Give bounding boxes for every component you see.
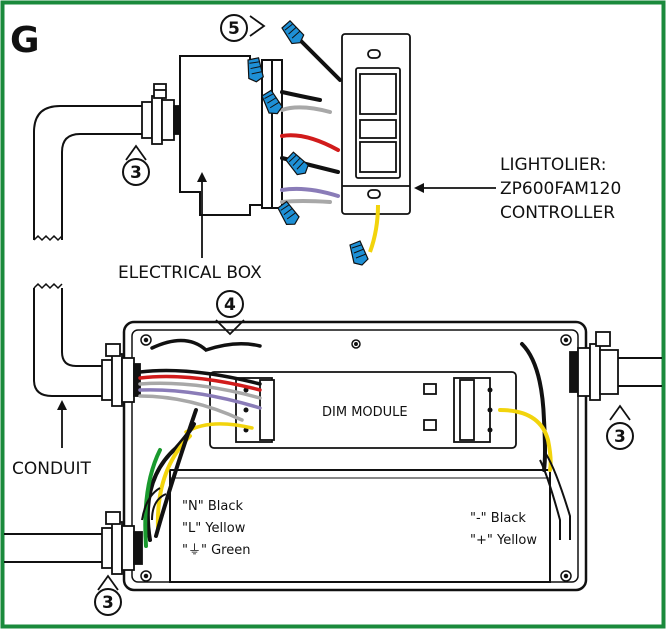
- conduit-label: CONDUIT: [12, 459, 92, 479]
- driver-label-ground: "⏚" Green: [182, 543, 250, 558]
- controller-label-line3: CONTROLLER: [500, 203, 615, 223]
- driver-label-minus: "-" Black: [470, 511, 526, 526]
- driver-label-plus: "+" Yellow: [470, 533, 537, 548]
- conduit-lower: [4, 282, 662, 563]
- fitting-left-upper: [101, 343, 141, 407]
- dim-module-label: DIM MODULE: [322, 405, 408, 420]
- svg-text:3: 3: [130, 163, 142, 183]
- fitting-left-lower: [101, 511, 143, 575]
- top-wires: [280, 38, 342, 204]
- step-callout-3-bottom: 3: [94, 574, 122, 616]
- lightolier-controller: [341, 33, 411, 215]
- wire-nut: [349, 240, 369, 266]
- driver-label-n: "N" Black: [182, 499, 243, 514]
- grommets: [141, 453, 571, 540]
- dim-module: [209, 371, 517, 449]
- svg-text:3: 3: [102, 593, 114, 613]
- controller-label-line1: LIGHTOLIER:: [500, 155, 606, 175]
- conduit-upper: [33, 105, 142, 242]
- dim-wires: [138, 338, 262, 434]
- electrical-box-label: ELECTRICAL BOX: [118, 263, 262, 283]
- led-driver: [169, 469, 551, 583]
- step-callout-5: 5: [220, 14, 266, 42]
- enclosure-screws: [140, 334, 572, 582]
- driver-input-wires: [143, 408, 198, 548]
- controller-yellow-wire: [368, 204, 380, 253]
- controller-label-line2: ZP600FAM120: [500, 179, 621, 199]
- step-callout-3-top: 3: [122, 144, 150, 186]
- panel-letter: G: [10, 20, 40, 61]
- svg-text:3: 3: [614, 427, 626, 447]
- svg-text:4: 4: [224, 295, 236, 315]
- step-callout-3-right: 3: [606, 404, 634, 450]
- electrical-box: [179, 55, 283, 216]
- driver-label-l: "L" Yellow: [182, 521, 246, 536]
- svg-text:5: 5: [228, 19, 240, 39]
- fitting-top: [141, 83, 181, 145]
- wire-nut: [283, 148, 312, 179]
- step-callout-4: 4: [215, 290, 245, 336]
- fitting-right: [569, 331, 619, 401]
